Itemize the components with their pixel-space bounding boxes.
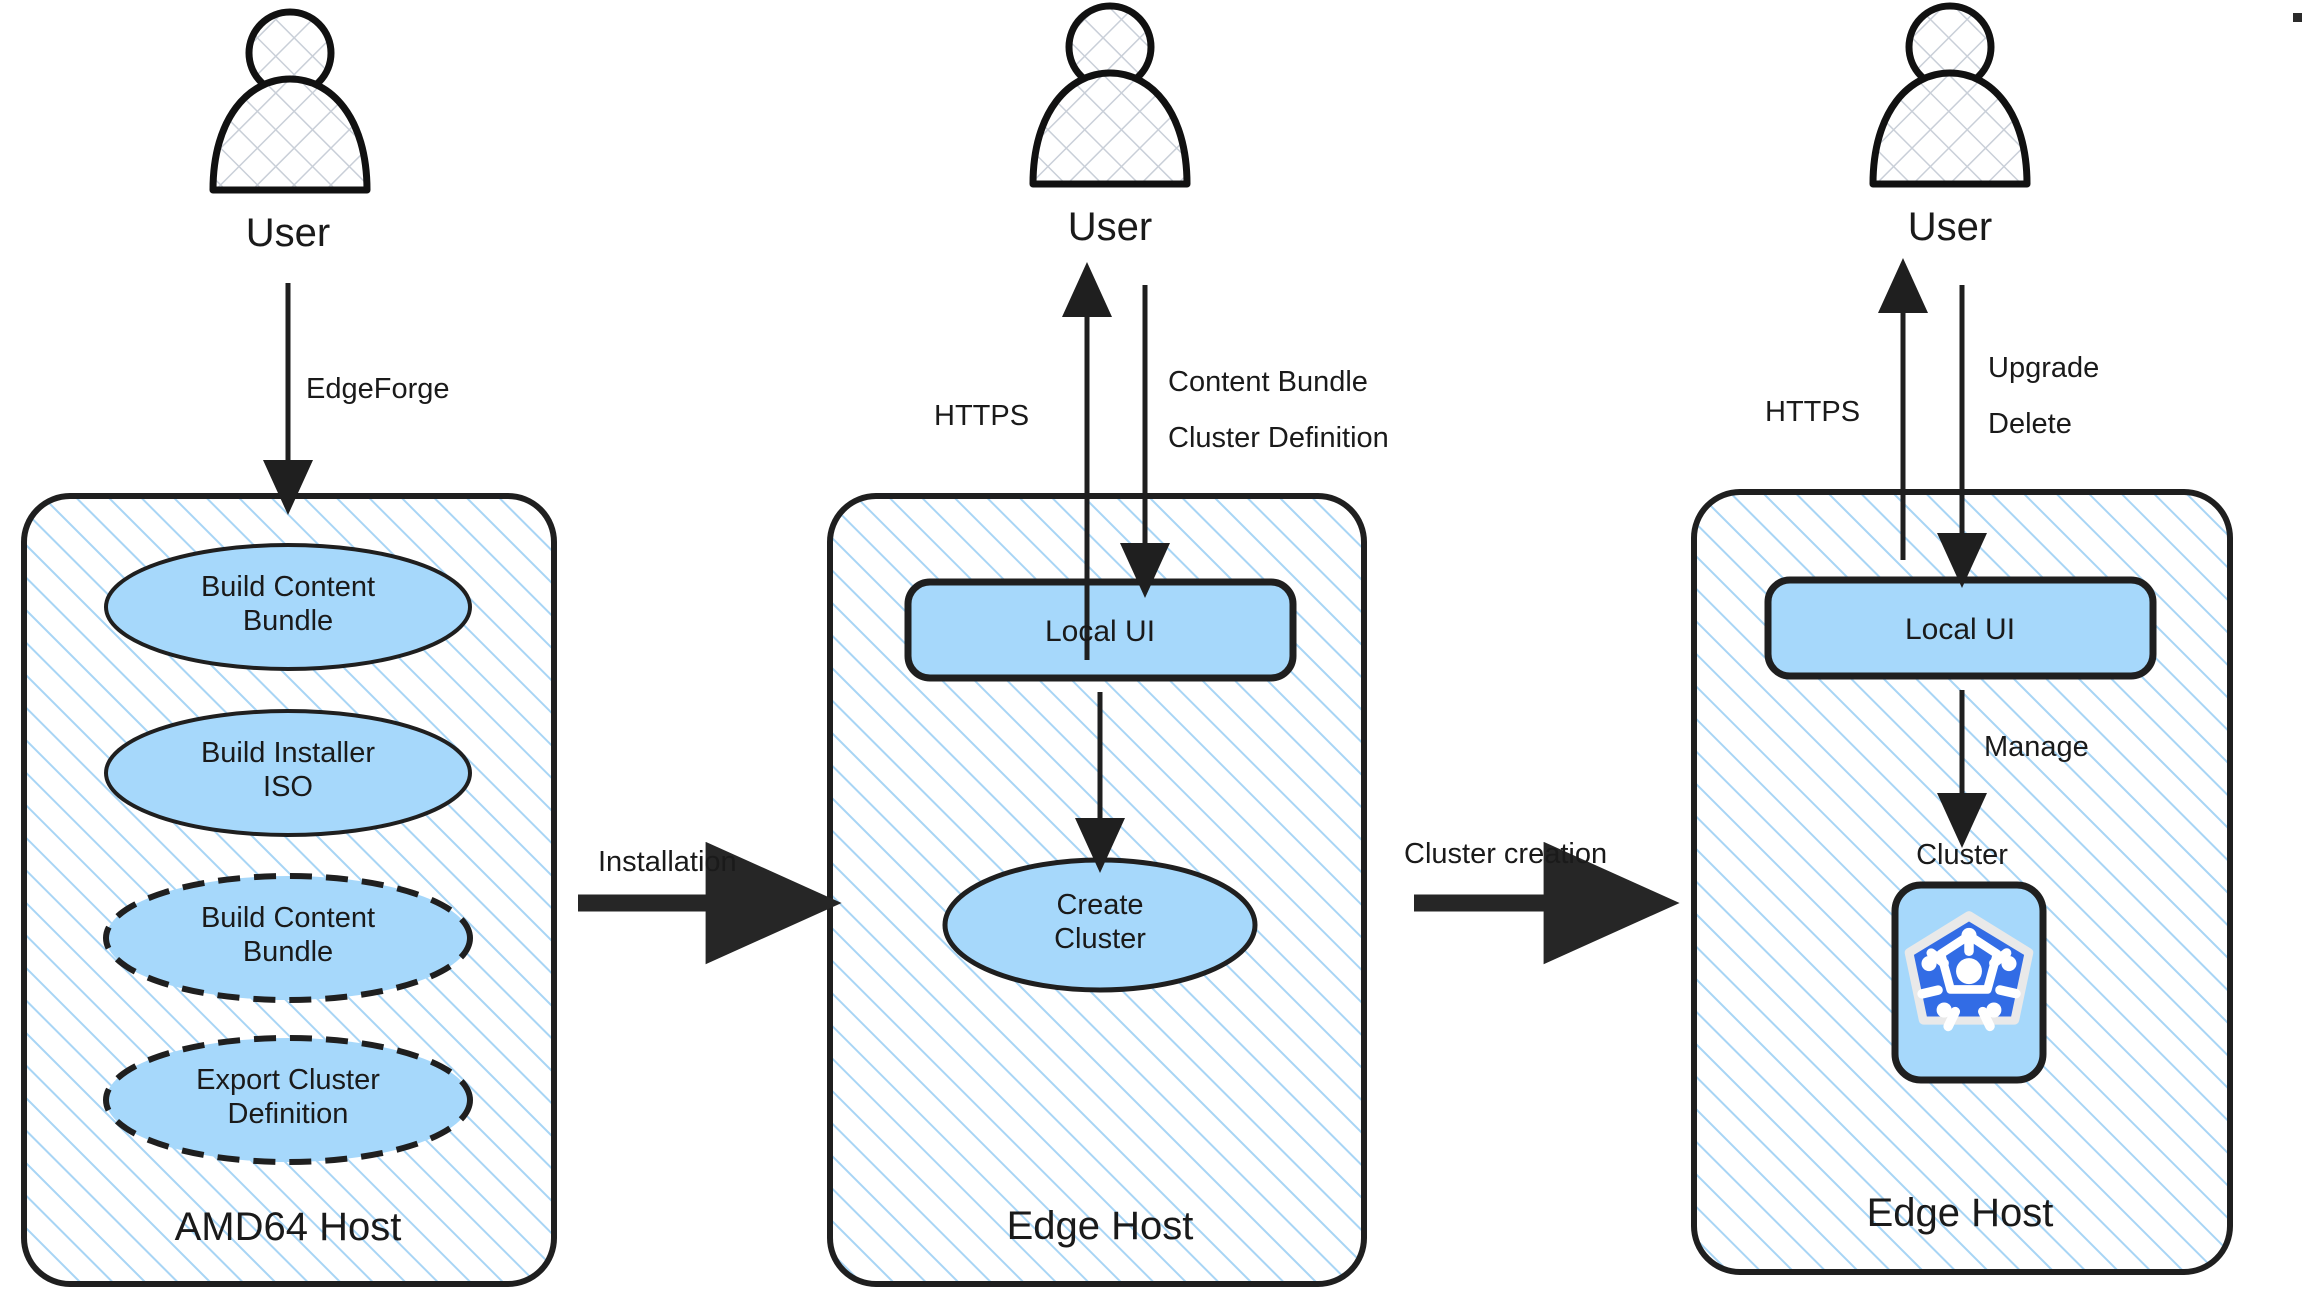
- cluster-caption: Cluster: [1916, 839, 2008, 871]
- edge-label-cluster-creation: Cluster creation: [1404, 838, 1608, 870]
- node-build-content-bundle-1: [104, 543, 472, 671]
- node-label-local-ui-middle: Local UI: [1044, 615, 1156, 648]
- node-label-build-installer-iso: Build Installer ISO: [201, 737, 375, 804]
- actor-middle: [1029, 2, 1191, 188]
- actor-right-label: User: [1907, 205, 1993, 249]
- edge-host-right-label: Edge Host: [1866, 1191, 2054, 1235]
- node-export-cluster-definition: [103, 1035, 473, 1165]
- edge-label-upgrade: Upgrade: [1988, 352, 2100, 384]
- node-build-installer-iso: [104, 709, 472, 837]
- node-label-export-cluster-definition: Export Cluster Definition: [196, 1064, 380, 1131]
- edge-label-https-middle: HTTPS: [934, 400, 1030, 432]
- node-text: Build Content Bundle: [200, 902, 376, 968]
- node-label-create-cluster: Create Cluster: [1054, 889, 1146, 956]
- edge-label-content-bundle: Content Bundle: [1168, 366, 1368, 398]
- node-text: Create Cluster: [1054, 889, 1146, 955]
- edge-label-installation: Installation: [598, 846, 737, 878]
- node-label-build-content-bundle-1: Build Content Bundle: [201, 571, 375, 638]
- edge-label-delete: Delete: [1988, 408, 2072, 440]
- edge-label-edgeforge: EdgeForge: [306, 373, 450, 405]
- actor-left: [209, 8, 371, 194]
- actor-right: [1869, 2, 2031, 188]
- artifact-dot: [2293, 13, 2302, 22]
- node-text: Export Cluster Definition: [196, 1064, 380, 1130]
- edge-host-middle-label: Edge Host: [1006, 1204, 1194, 1248]
- node-local-ui-middle: [904, 578, 1297, 682]
- amd64-host-label: AMD64 Host: [174, 1205, 402, 1249]
- edge-label-cluster-definition: Cluster Definition: [1168, 422, 1389, 454]
- node-label-build-content-bundle-2: Build Content Bundle: [201, 902, 375, 969]
- edge-label-https-right: HTTPS: [1765, 396, 1861, 428]
- kubernetes-icon: [1904, 911, 2034, 1032]
- actor-left-label: User: [245, 211, 331, 255]
- node-text: Build Content Bundle: [200, 571, 376, 637]
- node-text: Build Installer ISO: [200, 737, 376, 803]
- actor-middle-label: User: [1067, 205, 1153, 249]
- node-label-local-ui-right: Local UI: [1904, 613, 2016, 646]
- node-build-content-bundle-2: [103, 873, 473, 1003]
- edge-label-manage: Manage: [1984, 731, 2089, 763]
